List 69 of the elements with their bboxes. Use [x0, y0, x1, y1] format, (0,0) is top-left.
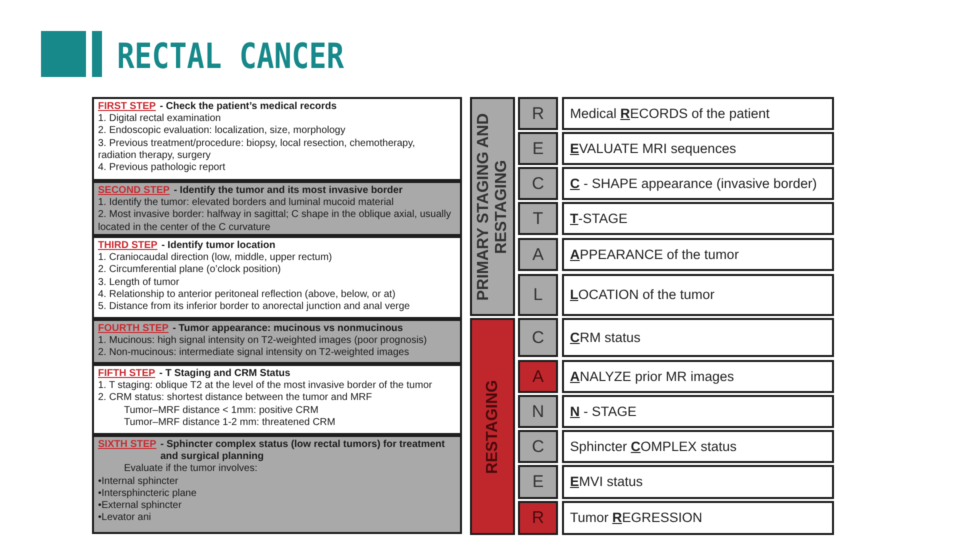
mnemonic-description: Sphincter COMPLEX status: [562, 430, 834, 463]
list-item: Tumor–MRF distance < 1mm: positive CRM: [123, 404, 320, 417]
list-item: 4. Relationship to anterior peritoneal reflection (above, below, or at): [98, 288, 396, 302]
mnemonic-letter: E: [518, 132, 558, 165]
mnemonic-letter: C: [518, 430, 558, 463]
section-band: [470, 97, 515, 316]
step-heading: - Identify the tumor and its most invasive border: [174, 185, 403, 198]
step-label: FIRST STEP: [98, 101, 156, 114]
step-heading: - T Staging and CRM Status: [159, 368, 290, 380]
step-panel: [92, 435, 462, 534]
list-item: 2. Circumferential plane (o’clock position): [98, 264, 282, 277]
step-panel: [92, 319, 462, 364]
step-label: FOURTH STEP: [98, 323, 169, 336]
mnemonic-description: Tumor REGRESSION: [562, 501, 834, 535]
list-item: 3. Previous treatment/procedure: biopsy, local resection, chemotherapy, radiation therapy, surgery: [98, 138, 416, 162]
list-item: 1. T staging: oblique T2 at the level of the most invasive border of the tumor: [98, 380, 434, 392]
mnemonic-letter: A: [518, 360, 558, 393]
list-item: •External sphincter: [98, 500, 183, 512]
step-panel: [92, 364, 462, 435]
step-panel: [92, 97, 462, 181]
mnemonic-letter: E: [518, 465, 558, 499]
mnemonic-letter: R: [518, 97, 558, 130]
slide-title: RECTAL CANCER: [117, 39, 344, 74]
step-heading: - Sphincter complex status (low rectal tumors) for treatment and surgical planning: [160, 439, 446, 464]
step-heading: - Identify tumor location: [161, 240, 276, 252]
mnemonic-letter: C: [518, 318, 558, 357]
list-item: 1. Craniocaudal direction (low, middle, upper rectum): [98, 252, 333, 264]
step-label: SECOND STEP: [98, 185, 170, 198]
mnemonic-description: N - STAGE: [562, 395, 834, 428]
list-item: 2. CRM status: shortest distance between the tumor and MRF: [98, 392, 374, 405]
mnemonic-letter: N: [518, 395, 558, 428]
mnemonic-letter: C: [518, 167, 558, 200]
mnemonic-description: CRM status: [562, 318, 834, 357]
section-label: PRIMARY STAGING AND RESTAGING: [474, 112, 510, 302]
mnemonic-description: T-STAGE: [562, 202, 834, 235]
list-item: •Levator ani: [98, 512, 152, 524]
mnemonic-letter: L: [518, 274, 558, 316]
section-band: [470, 318, 515, 535]
list-item: 1. Mucinous: high signal intensity on T2-weighted images (poor prognosis): [98, 335, 428, 348]
list-item: 2. Most invasive border: halfway in sagittal; C shape in the oblique axial, usually located in the center of the C curvature: [98, 209, 452, 234]
list-item: 5. Distance from its inferior border to anorectal junction and anal verge: [98, 301, 411, 314]
list-item: 3. Length of tumor: [98, 276, 180, 289]
list-item: 2. Endoscopic evaluation: localization, size, morphology: [98, 125, 346, 138]
step-label: FIFTH STEP: [98, 368, 156, 380]
section-label: RESTAGING: [484, 378, 502, 476]
list-item: Evaluate if the tumor involves:: [123, 463, 258, 476]
list-item: 4. Previous pathologic report: [98, 162, 226, 174]
mnemonic-description: ANALYZE prior MR images: [562, 360, 834, 393]
list-item: •Intersphincteric plane: [98, 488, 198, 500]
mnemonic-description: APPEARANCE of the tumor: [562, 238, 834, 271]
list-item: •Internal sphincter: [98, 476, 180, 488]
list-item: 1. Identify the tumor: elevated borders and luminal mucoid material: [98, 197, 395, 210]
mnemonic-letter: T: [518, 202, 558, 235]
mnemonic-description: Medical RECORDS of the patient: [562, 97, 834, 130]
step-heading: - Check the patient’s medical records: [160, 101, 337, 114]
mnemonic-description: EVALUATE MRI sequences: [562, 132, 834, 165]
step-label: SIXTH STEP: [98, 439, 156, 452]
list-item: 1. Digital rectal examination: [98, 113, 222, 126]
list-item: Tumor–MRF distance 1-2 mm: threatened CRM: [123, 416, 336, 430]
step-label: THIRD STEP: [98, 240, 158, 252]
list-item: 2. Non-mucinous: intermediate signal intensity on T2-weighted images: [98, 347, 410, 360]
mnemonic-description: EMVI status: [562, 465, 834, 499]
mnemonic-letter: A: [518, 238, 558, 271]
mnemonic-description: LOCATION of the tumor: [562, 274, 834, 316]
mnemonic-letter: R: [518, 501, 558, 535]
step-panel: [92, 181, 462, 236]
step-panel: [92, 236, 462, 319]
step-heading: - Tumor appearance: mucinous vs nonmucinous: [172, 323, 403, 336]
mnemonic-description: C - SHAPE appearance (invasive border): [562, 167, 834, 200]
